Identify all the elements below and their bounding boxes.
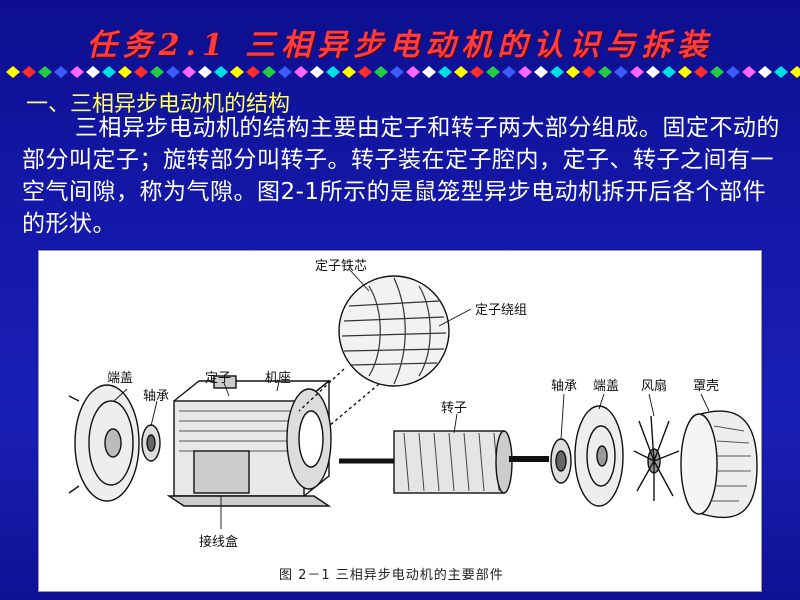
figure-caption: 图 2－1 三相异步电动机的主要部件 [279, 568, 504, 583]
divider-diamond [230, 66, 244, 78]
body-paragraph: 三相异步电动机的结构主要由定子和转子两大部分组成。固定不动的部分叫定子；旋转部分… [22, 115, 780, 237]
divider-diamond [150, 66, 164, 78]
divider-diamond [246, 66, 260, 78]
divider-diamond [566, 66, 580, 78]
divider-diamond [726, 66, 740, 78]
label-stator-core: 定子铁芯 [315, 259, 368, 274]
label-bearing-right: 轴承 [551, 379, 578, 394]
label-fan: 风扇 [641, 379, 668, 394]
divider-diamond [598, 66, 612, 78]
divider-diamond [358, 66, 372, 78]
divider-diamond [22, 66, 36, 78]
divider-diamond [454, 66, 468, 78]
divider-diamond [550, 66, 564, 78]
divider-diamond [182, 66, 196, 78]
label-junction-box: 接线盒 [199, 535, 239, 550]
divider-diamond [790, 66, 800, 78]
fan-cover-drawing [680, 410, 758, 519]
label-bearing-left: 轴承 [143, 389, 170, 404]
divider-diamond [166, 66, 180, 78]
divider-diamond [310, 66, 324, 78]
divider-diamond [582, 66, 596, 78]
bearing-right-drawing [550, 438, 572, 484]
label-stator-winding: 定子绕组 [475, 303, 528, 318]
divider-diamond [70, 66, 84, 78]
divider-diamond [630, 66, 644, 78]
end-cover-right-drawing [574, 405, 624, 507]
divider-diamond [54, 66, 68, 78]
motor-parts-figure: 定子铁芯 定子绕组 端盖 轴承 定子 机座 转子 轴承 端盖 风扇 罩壳 接线盒… [38, 250, 762, 592]
divider-diamond [614, 66, 628, 78]
label-rotor: 转子 [441, 401, 468, 416]
divider-diamond [294, 66, 308, 78]
fan-drawing [633, 415, 680, 501]
divider-diamond [214, 66, 228, 78]
section-heading: 一、三相异步电动机的结构 [26, 92, 291, 117]
divider-diamond [438, 66, 452, 78]
divider-diamond [774, 66, 788, 78]
divider-diamond [422, 66, 436, 78]
label-stator: 定子 [205, 371, 232, 386]
end-cover-left-drawing [68, 384, 140, 502]
stator-drawing [166, 375, 332, 507]
divider-diamond [262, 66, 276, 78]
label-fan-cover: 罩壳 [693, 379, 720, 394]
divider-diamond [742, 66, 756, 78]
divider-diamond [710, 66, 724, 78]
label-end-cover-left: 端盖 [107, 371, 134, 386]
rotor-drawing [339, 430, 549, 494]
divider-diamond [390, 66, 404, 78]
label-end-cover-right: 端盖 [593, 379, 620, 394]
motor-exploded-drawing [68, 268, 758, 529]
divider-diamond [86, 66, 100, 78]
divider-diamond [134, 66, 148, 78]
bearing-left-drawing [141, 424, 161, 462]
divider-diamond [118, 66, 132, 78]
label-frame: 机座 [265, 371, 292, 386]
slide-title: 任务2.1 三相异步电动机的认识与拆装 [86, 28, 714, 63]
divider-diamond [678, 66, 692, 78]
decorative-diamond-divider [0, 63, 800, 81]
divider-diamond [502, 66, 516, 78]
divider-diamond [662, 66, 676, 78]
divider-diamond [518, 66, 532, 78]
stator-core-magnifier [298, 275, 450, 427]
divider-diamond [342, 66, 356, 78]
divider-diamond [6, 66, 20, 78]
divider-diamond [470, 66, 484, 78]
divider-diamond [694, 66, 708, 78]
divider-diamond [102, 66, 116, 78]
divider-diamond [406, 66, 420, 78]
divider-diamond [374, 66, 388, 78]
divider-diamond [534, 66, 548, 78]
divider-diamond [486, 66, 500, 78]
divider-diamond [38, 66, 52, 78]
divider-diamond [758, 66, 772, 78]
divider-diamond [198, 66, 212, 78]
divider-diamond [326, 66, 340, 78]
divider-diamond [278, 66, 292, 78]
divider-diamond [646, 66, 660, 78]
